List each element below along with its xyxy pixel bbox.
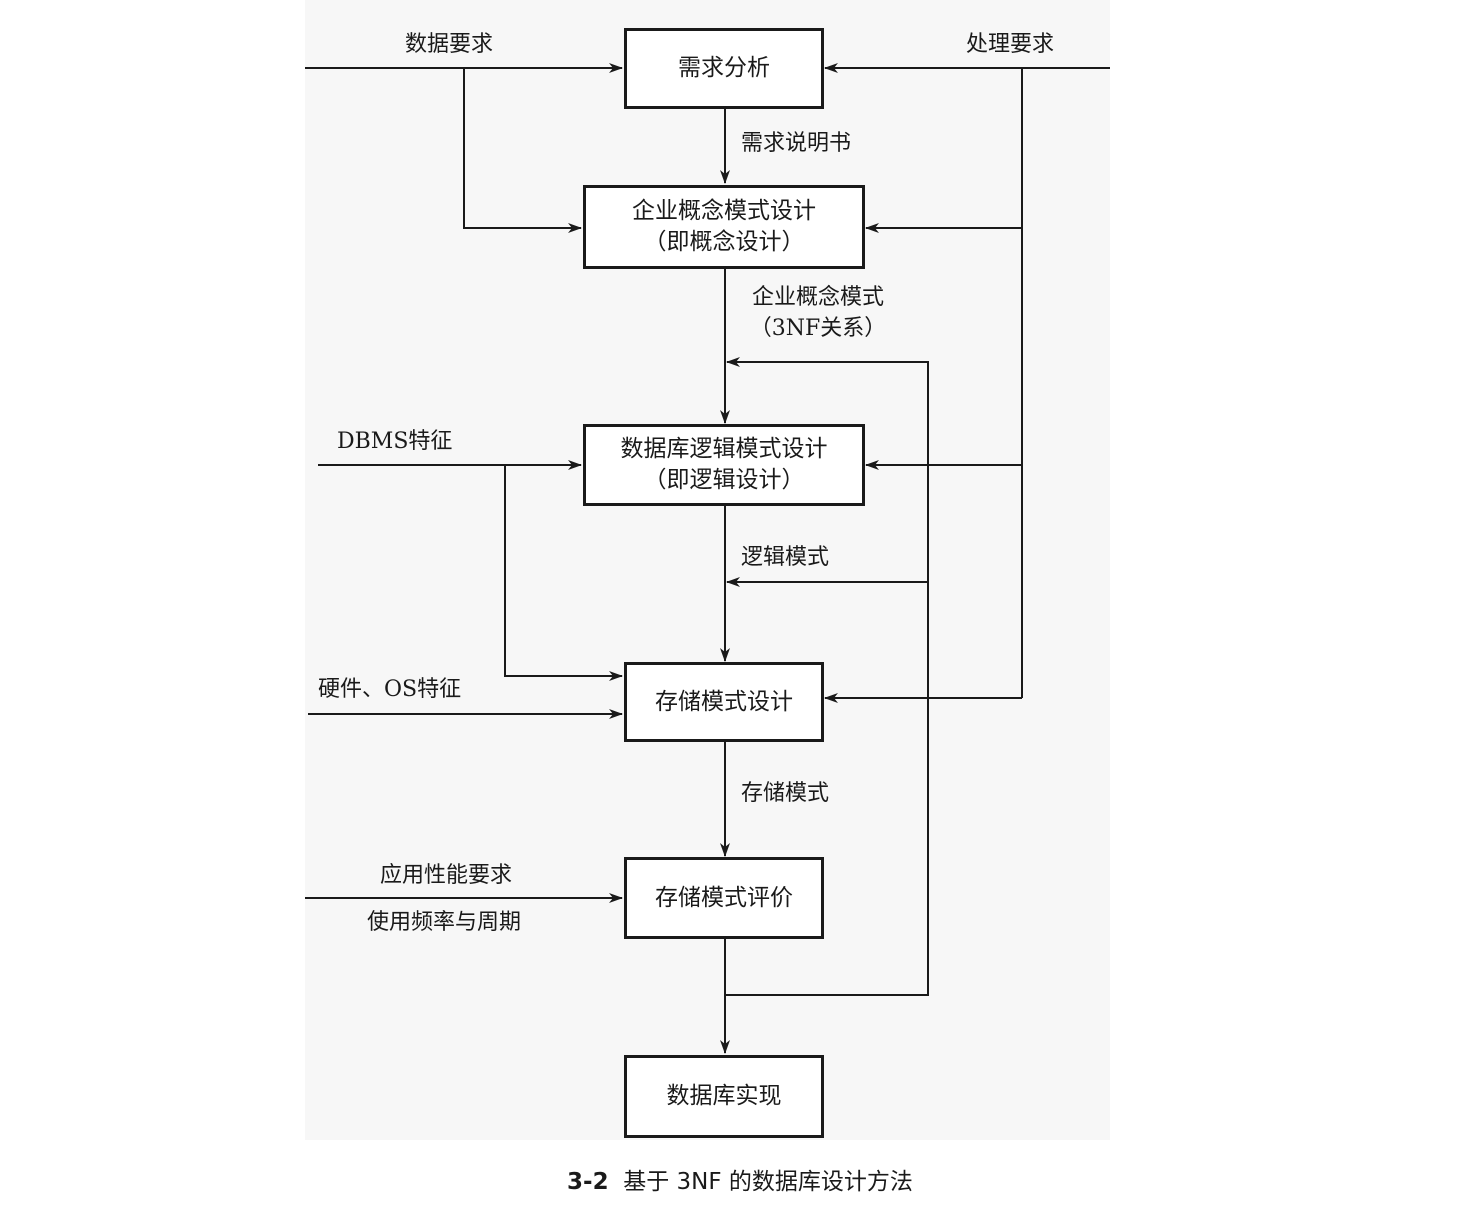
- requirements-spec-label: 需求说明书: [741, 131, 852, 156]
- requirements-analysis-box: 需求分析: [624, 28, 824, 109]
- storage-evaluation-box: 存储模式评价: [624, 857, 824, 939]
- enterprise-schema-line1: 企业概念模式: [751, 285, 884, 310]
- arrow-data-req-to-conceptual: [463, 68, 582, 233]
- enterprise-schema-label: 企业概念模式 （3NF关系）: [735, 284, 901, 343]
- usage-frequency-cycle-label: 使用频率与周期: [367, 910, 522, 935]
- arrow-dbms-to-storage: [504, 465, 623, 681]
- logical-design-title: 数据库逻辑模式设计: [620, 436, 828, 462]
- data-requirements-label: 数据要求: [405, 32, 494, 57]
- storage-design-box: 存储模式设计: [624, 662, 824, 742]
- hardware-os-features-label: 硬件、OS特征: [318, 677, 462, 702]
- conceptual-design-title: 企业概念模式设计: [632, 198, 816, 224]
- app-performance-requirements-label: 应用性能要求: [380, 863, 513, 888]
- feedback-loop-to-logical: [725, 357, 929, 996]
- figure-title: 基于 3NF 的数据库设计方法: [623, 1169, 913, 1195]
- conceptual-design-box: 企业概念模式设计 （即概念设计）: [583, 185, 865, 269]
- logical-schema-label: 逻辑模式: [741, 545, 830, 570]
- processing-requirements-label: 处理要求: [966, 32, 1055, 57]
- storage-design-label: 存储模式设计: [655, 688, 793, 715]
- storage-evaluation-label: 存储模式评价: [655, 884, 793, 911]
- db-implementation-box: 数据库实现: [624, 1055, 824, 1138]
- requirements-analysis-label: 需求分析: [678, 55, 770, 81]
- logical-design-subtitle: （即逻辑设计）: [643, 467, 805, 493]
- figure-number: 3-2: [567, 1169, 609, 1195]
- db-implementation-label: 数据库实现: [666, 1083, 782, 1109]
- enterprise-schema-line2: （3NF关系）: [749, 316, 887, 341]
- conceptual-design-subtitle: （即概念设计）: [643, 229, 805, 255]
- logical-design-box: 数据库逻辑模式设计 （即逻辑设计）: [583, 424, 865, 506]
- storage-schema-label: 存储模式: [741, 781, 830, 806]
- figure-caption: 3-2 基于 3NF 的数据库设计方法: [0, 1162, 1480, 1196]
- dbms-features-label: DBMS特征: [337, 429, 453, 454]
